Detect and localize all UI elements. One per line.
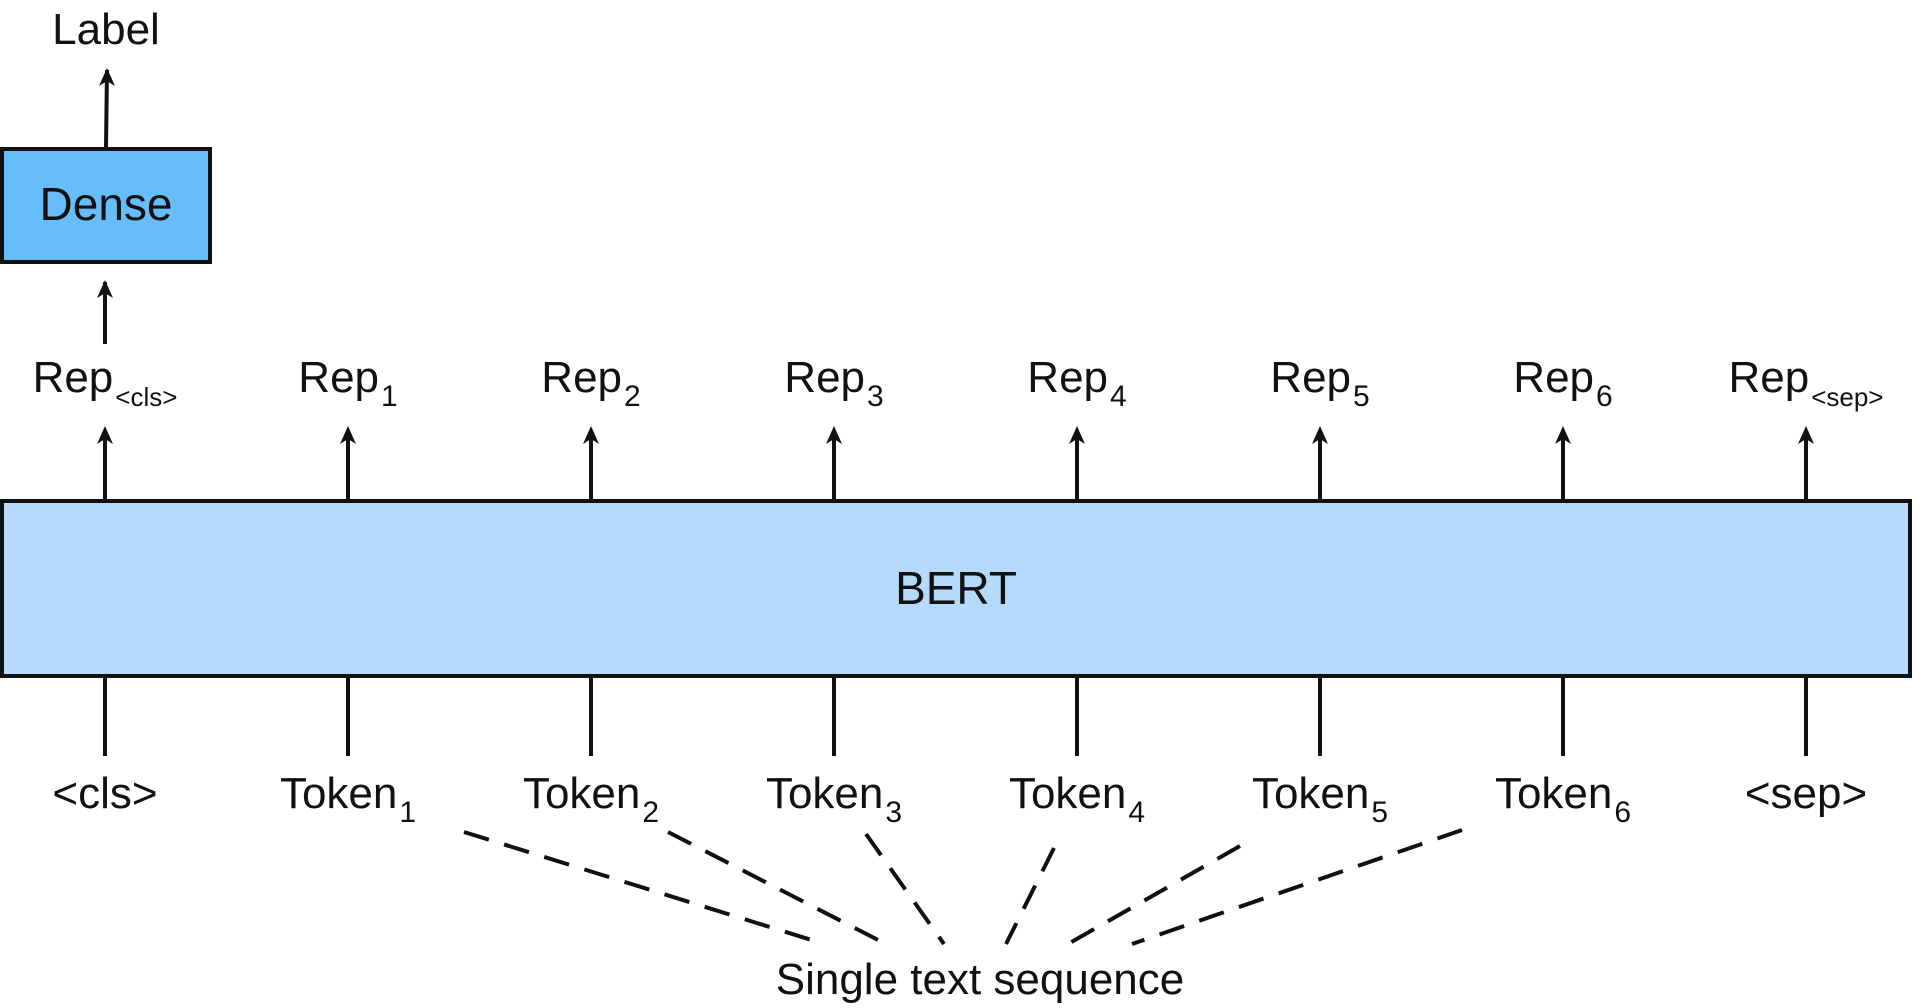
token-label-4: Token4: [1009, 769, 1145, 829]
rep-label-7: Rep<sep>: [1728, 353, 1883, 412]
token-label-6-text: Token: [1495, 769, 1612, 818]
rep-label-0-text: Rep: [33, 353, 114, 402]
token-label-4-subscript: 4: [1128, 796, 1145, 829]
bert-output-arrows: [97, 426, 1814, 500]
rep-label-7-text: Rep: [1728, 353, 1809, 402]
rep-label-4-subscript: 4: [1110, 380, 1127, 413]
rep-label-6: Rep6: [1513, 353, 1612, 413]
bert-output-arrowhead-1: [340, 426, 356, 444]
bert-output-arrowhead-4: [1069, 426, 1085, 444]
rep-label-3: Rep3: [784, 353, 883, 413]
token-label-7: <sep>: [1745, 769, 1867, 818]
sequence-dashed-connector-5: [1067, 844, 1241, 946]
token-label-5-subscript: 5: [1371, 796, 1388, 829]
sequence-dashed-connectors: [463, 828, 1463, 946]
sequence-dashed-connector-6: [1131, 828, 1463, 946]
cls-rep-to-dense-arrowhead: [97, 280, 113, 298]
dense-layer-box: [0, 147, 212, 264]
bert-output-arrowhead-3: [826, 426, 842, 444]
token-label-2-text: Token: [523, 769, 640, 818]
rep-label-1: Rep1: [298, 353, 397, 413]
rep-label-3-subscript: 3: [867, 380, 884, 413]
sequence-dashed-connector-4: [1004, 847, 1056, 945]
bert-encoder-label: BERT: [895, 562, 1017, 614]
bert-output-arrowhead-0: [97, 426, 113, 444]
bert-output-arrowhead-7: [1798, 426, 1814, 444]
rep-label-0-subscript: <cls>: [115, 382, 177, 412]
token-label-6: Token6: [1495, 769, 1631, 829]
rep-label-4: Rep4: [1027, 353, 1126, 413]
token-label-5-text: Token: [1252, 769, 1369, 818]
dense-to-label-arrow: [104, 69, 109, 149]
token-label-5: Token5: [1252, 769, 1388, 829]
sequence-dashed-connector-3: [864, 832, 946, 946]
rep-label-2: Rep2: [541, 353, 640, 413]
token-label-0-text: <cls>: [52, 769, 157, 818]
sequence-caption: Single text sequence: [776, 955, 1185, 1004]
rep-label-1-text: Rep: [298, 353, 379, 402]
sequence-dashed-connector-1: [463, 830, 819, 944]
rep-label-5: Rep5: [1270, 353, 1369, 413]
token-label-2: Token2: [523, 769, 659, 829]
rep-label-2-text: Rep: [541, 353, 622, 402]
token-label-1-subscript: 1: [399, 796, 416, 829]
rep-label-6-text: Rep: [1513, 353, 1594, 402]
bert-input-lines: [103, 678, 1808, 756]
token-label-3: Token3: [766, 769, 902, 829]
bert-encoder-box: [0, 499, 1912, 678]
rep-label-2-subscript: 2: [624, 380, 641, 413]
token-label-3-text: Token: [766, 769, 883, 818]
rep-label-0: Rep<cls>: [33, 353, 178, 412]
dense-to-label-arrowhead: [99, 68, 115, 86]
rep-label-4-text: Rep: [1027, 353, 1108, 402]
bert-output-arrowhead-6: [1555, 426, 1571, 444]
token-label-6-subscript: 6: [1614, 796, 1631, 829]
token-label-3-subscript: 3: [885, 796, 902, 829]
rep-label-1-subscript: 1: [381, 380, 398, 413]
dense-layer-label: Dense: [40, 178, 173, 230]
rep-label-5-subscript: 5: [1353, 380, 1370, 413]
rep-label-3-text: Rep: [784, 353, 865, 402]
sequence-dashed-connector-2: [667, 830, 883, 944]
rep-label-7-subscript: <sep>: [1811, 382, 1883, 412]
token-label-2-subscript: 2: [642, 796, 659, 829]
token-label-4-text: Token: [1009, 769, 1126, 818]
bert-output-arrowhead-5: [1312, 426, 1328, 444]
output-label: Label: [52, 5, 160, 54]
rep-label-5-text: Rep: [1270, 353, 1351, 402]
token-label-0: <cls>: [52, 769, 157, 818]
token-label-7-text: <sep>: [1745, 769, 1867, 818]
rep-label-6-subscript: 6: [1596, 380, 1613, 413]
bert-output-arrowhead-2: [583, 426, 599, 444]
token-label-1: Token1: [280, 769, 416, 829]
token-label-1-text: Token: [280, 769, 397, 818]
